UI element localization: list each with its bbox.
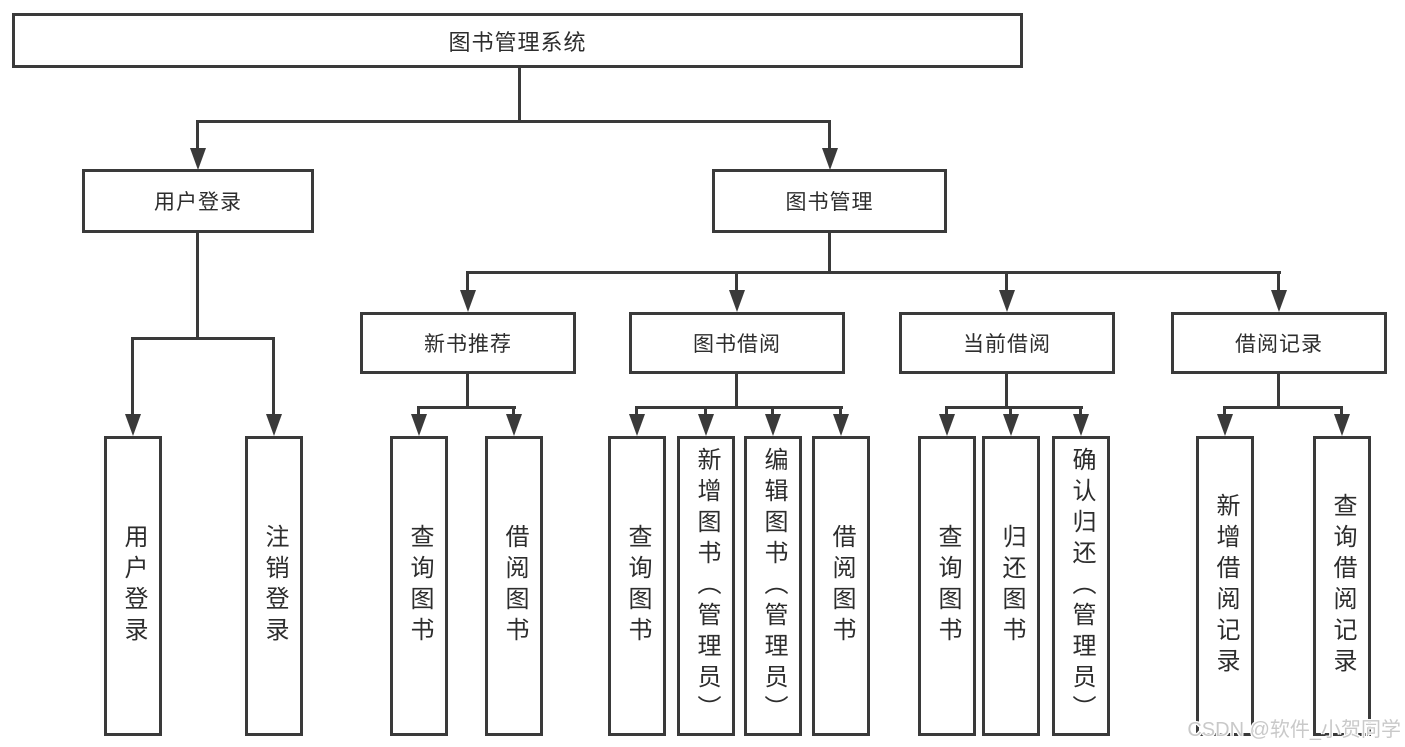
connector-line <box>771 406 774 416</box>
arrowhead-down-icon <box>506 414 522 436</box>
connector-line <box>1009 406 1012 416</box>
arrowhead-down-icon <box>822 148 838 170</box>
arrowhead-down-icon <box>460 290 476 312</box>
arrowhead-down-icon <box>1003 414 1019 436</box>
node-book-borrow: 图书借阅 <box>629 312 845 374</box>
arrowhead-down-icon <box>125 414 141 436</box>
connector-line <box>1277 271 1280 292</box>
leaf-nb-query-books: 查询图书 <box>390 436 448 736</box>
connector-line <box>1005 271 1008 292</box>
leaf-user-login: 用户登录 <box>104 436 162 736</box>
connector-line <box>466 271 469 292</box>
connector-line <box>1223 406 1226 416</box>
connector-line <box>945 406 1083 409</box>
arrowhead-down-icon <box>729 290 745 312</box>
leaf-logout: 注销登录 <box>245 436 303 736</box>
leaf-bb-borrow-books: 借阅图书 <box>812 436 870 736</box>
arrowhead-down-icon <box>939 414 955 436</box>
node-root: 图书管理系统 <box>12 13 1023 68</box>
connector-line <box>512 406 515 416</box>
leaf-bb-add-books-label: 新增图书（管理员） <box>693 446 720 726</box>
leaf-br-add-record-label: 新增借阅记录 <box>1212 493 1239 679</box>
connector-line <box>1277 374 1280 409</box>
leaf-nb-query-books-label: 查询图书 <box>406 524 433 648</box>
connector-line <box>735 271 738 292</box>
node-borrow-records: 借阅记录 <box>1171 312 1387 374</box>
arrowhead-down-icon <box>999 290 1015 312</box>
node-user-login-label: 用户登录 <box>154 191 242 214</box>
node-book-mgmt: 图书管理 <box>712 169 947 233</box>
leaf-br-add-record: 新增借阅记录 <box>1196 436 1254 736</box>
node-new-books: 新书推荐 <box>360 312 576 374</box>
arrowhead-down-icon <box>629 414 645 436</box>
leaf-cb-confirm-return-label: 确认归还（管理员） <box>1068 446 1095 726</box>
leaf-br-query-record: 查询借阅记录 <box>1313 436 1371 736</box>
connector-line <box>417 406 420 416</box>
leaf-cb-confirm-return: 确认归还（管理员） <box>1052 436 1110 736</box>
csdn-watermark: CSDN @软件_小贺同学 <box>1187 719 1401 741</box>
connector-line <box>466 374 469 409</box>
node-new-books-label: 新书推荐 <box>424 333 512 356</box>
arrowhead-down-icon <box>1217 414 1233 436</box>
connector-line <box>417 406 516 409</box>
arrowhead-down-icon <box>1073 414 1089 436</box>
leaf-cb-return-books: 归还图书 <box>982 436 1040 736</box>
node-book-borrow-label: 图书借阅 <box>693 333 781 356</box>
leaf-logout-label: 注销登录 <box>261 524 288 648</box>
leaf-user-login-label: 用户登录 <box>120 524 147 648</box>
connector-line <box>196 233 199 340</box>
connector-line <box>518 68 521 123</box>
connector-line <box>1079 406 1082 416</box>
connector-line <box>131 337 275 340</box>
arrowhead-down-icon <box>266 414 282 436</box>
connector-line <box>635 406 843 409</box>
connector-line <box>1223 406 1343 409</box>
node-user-login: 用户登录 <box>82 169 314 233</box>
arrowhead-down-icon <box>698 414 714 436</box>
connector-line <box>735 374 738 409</box>
connector-line <box>828 120 831 150</box>
connector-line <box>196 120 199 150</box>
leaf-bb-query-books: 查询图书 <box>608 436 666 736</box>
leaf-bb-borrow-books-label: 借阅图书 <box>828 524 855 648</box>
connector-line <box>131 337 134 416</box>
connector-line <box>945 406 948 416</box>
arrowhead-down-icon <box>411 414 427 436</box>
leaf-nb-borrow-books: 借阅图书 <box>485 436 543 736</box>
leaf-cb-return-books-label: 归还图书 <box>998 524 1025 648</box>
connector-line <box>272 337 275 416</box>
node-root-label: 图书管理系统 <box>448 29 587 55</box>
connector-line <box>1340 406 1343 416</box>
connector-line <box>704 406 707 416</box>
connector-line <box>196 120 831 123</box>
leaf-bb-add-books: 新增图书（管理员） <box>677 436 735 736</box>
leaf-nb-borrow-books-label: 借阅图书 <box>501 524 528 648</box>
leaf-bb-edit-books: 编辑图书（管理员） <box>744 436 802 736</box>
node-current-borrow-label: 当前借阅 <box>963 333 1051 356</box>
arrowhead-down-icon <box>1334 414 1350 436</box>
leaf-bb-query-books-label: 查询图书 <box>624 524 651 648</box>
arrowhead-down-icon <box>190 148 206 170</box>
arrowhead-down-icon <box>765 414 781 436</box>
leaf-cb-query-books-label: 查询图书 <box>934 524 961 648</box>
leaf-br-query-record-label: 查询借阅记录 <box>1329 493 1356 679</box>
connector-line <box>466 271 1281 274</box>
arrowhead-down-icon <box>833 414 849 436</box>
connector-line <box>839 406 842 416</box>
connector-line <box>1005 374 1008 409</box>
connector-line <box>635 406 638 416</box>
leaf-cb-query-books: 查询图书 <box>918 436 976 736</box>
connector-line <box>828 233 831 274</box>
node-current-borrow: 当前借阅 <box>899 312 1115 374</box>
leaf-bb-edit-books-label: 编辑图书（管理员） <box>760 446 787 726</box>
arrowhead-down-icon <box>1271 290 1287 312</box>
node-book-mgmt-label: 图书管理 <box>785 191 874 214</box>
node-borrow-records-label: 借阅记录 <box>1235 333 1323 356</box>
